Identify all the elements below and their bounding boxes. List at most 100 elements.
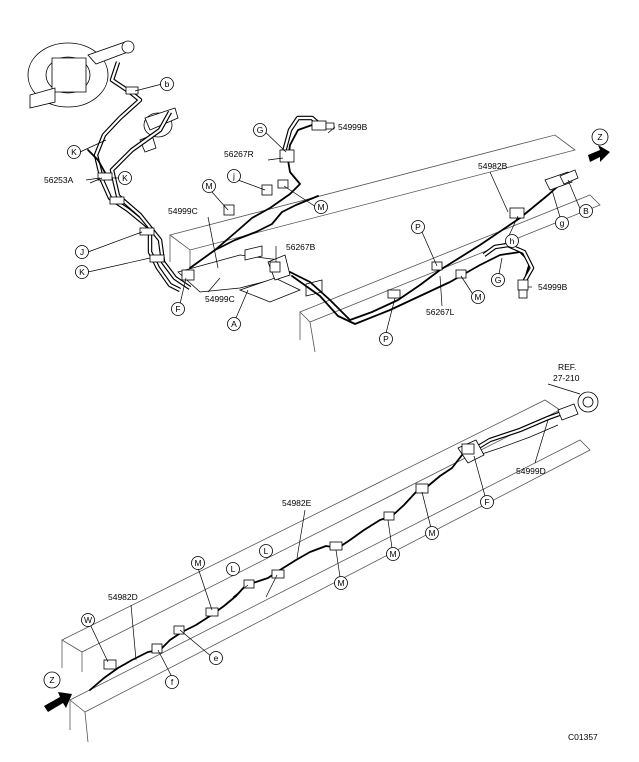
callout-circle-icon — [505, 234, 519, 248]
svg-text:b: b — [165, 79, 170, 89]
callout-f-lower-right: F — [480, 495, 494, 509]
callout-g-small: g — [555, 216, 569, 230]
callout-circle-icon — [227, 317, 241, 331]
callout-circle-icon — [259, 544, 273, 558]
svg-text:F: F — [484, 497, 489, 507]
part-label-54999c-lower: 54999C — [205, 294, 235, 304]
figure-code: C01357 — [568, 732, 598, 742]
arrow-icon — [588, 145, 610, 162]
callout-z-lower: Z — [43, 671, 61, 689]
callout-circle-icon — [160, 77, 174, 91]
callout-circle-icon — [67, 145, 81, 159]
svg-text:B: B — [583, 206, 589, 216]
part-label-56267b: 56267B — [286, 242, 316, 252]
svg-text:M: M — [389, 549, 396, 559]
callout-f-small: f — [165, 675, 179, 689]
svg-text:M: M — [317, 202, 324, 212]
svg-text:J: J — [80, 247, 84, 257]
callout-a: A — [227, 317, 241, 331]
callout-circle-icon — [471, 290, 485, 304]
callout-circle-icon — [75, 245, 89, 259]
lower-leaders — [87, 383, 581, 678]
hose-54999b-right — [482, 242, 535, 299]
callout-circle-icon — [171, 302, 185, 316]
callout-circle-icon — [81, 613, 95, 627]
part-label-56267l: 56267L — [426, 307, 455, 317]
svg-text:f: f — [171, 677, 174, 687]
callout-circle-icon — [227, 169, 241, 183]
callout-f-upper: F — [171, 302, 185, 316]
callout-w: W — [81, 613, 95, 627]
part-label-54999c-upper: 54999C — [168, 206, 198, 216]
part-label-ref-number: 27-210 — [553, 373, 580, 383]
svg-text:j: j — [232, 171, 235, 181]
callout-z-upper: Z — [591, 128, 609, 146]
callout-m-lower-4: M — [191, 556, 205, 570]
callout-circle-icon — [118, 171, 132, 185]
hose-54999b-top — [279, 115, 335, 163]
callout-circle-icon — [165, 675, 179, 689]
svg-text:L: L — [231, 564, 236, 574]
callout-circle-icon — [555, 216, 569, 230]
svg-text:W: W — [84, 615, 92, 625]
callout-circle-icon — [202, 179, 216, 193]
callout-j-upper: J — [75, 245, 89, 259]
callout-k-1: K — [67, 145, 81, 159]
svg-text:K: K — [122, 173, 128, 183]
part-label-54982e: 54982E — [282, 498, 312, 508]
arrow-icon — [44, 692, 72, 712]
svg-text:M: M — [194, 558, 201, 568]
svg-text:L: L — [264, 546, 269, 556]
svg-text:G: G — [495, 275, 502, 285]
callout-l-1: L — [259, 544, 273, 558]
part-label-56267r: 56267R — [224, 149, 254, 159]
lower-frame-rail — [61, 399, 591, 743]
callout-h: h — [505, 234, 519, 248]
callout-circle-icon — [579, 204, 593, 218]
svg-text:A: A — [231, 319, 237, 329]
callout-circle-icon — [75, 265, 89, 279]
callout-circle-icon — [591, 128, 609, 146]
callout-circle-icon — [386, 547, 400, 561]
callout-circle-icon — [314, 200, 328, 214]
svg-text:M: M — [474, 292, 481, 302]
svg-text:Z: Z — [597, 132, 602, 142]
callout-b-upper: B — [579, 204, 593, 218]
callout-e: e — [209, 651, 223, 665]
callout-g-upper: G — [253, 123, 267, 137]
callout-b: b — [160, 77, 174, 91]
callout-k-3: K — [75, 265, 89, 279]
bundle-clips — [97, 86, 165, 263]
brake-booster — [27, 40, 135, 109]
callout-circle-icon — [425, 526, 439, 540]
upper-frame-rail — [169, 134, 601, 353]
svg-text:M: M — [337, 578, 344, 588]
lower-assembly: Z F M M M L L M — [43, 362, 599, 743]
callout-m-lower-3: M — [334, 576, 348, 590]
callout-p-2: P — [379, 332, 393, 346]
callout-circle-icon — [43, 671, 61, 689]
part-label-54982d: 54982D — [108, 592, 138, 602]
part-label-54982b: 54982B — [478, 161, 508, 171]
callout-p-1: P — [411, 220, 425, 234]
callout-m-2: M — [314, 200, 328, 214]
callout-circle-icon — [379, 332, 393, 346]
callout-circle-icon — [334, 576, 348, 590]
callout-m-3: M — [471, 290, 485, 304]
svg-text:P: P — [415, 222, 421, 232]
callout-circle-icon — [191, 556, 205, 570]
svg-text:K: K — [79, 267, 85, 277]
callout-m-1: M — [202, 179, 216, 193]
callout-m-lower-2: M — [386, 547, 400, 561]
callout-j-small: j — [227, 169, 241, 183]
callout-l-2: L — [226, 562, 240, 576]
svg-text:G: G — [257, 125, 264, 135]
svg-text:F: F — [175, 304, 180, 314]
junction-block — [177, 245, 323, 303]
upper-assembly: b K K J K F A G — [27, 40, 610, 353]
callout-circle-icon — [480, 495, 494, 509]
lower-clips — [103, 443, 475, 670]
part-label-ref: REF. — [558, 362, 576, 372]
part-label-54999b-top: 54999B — [338, 122, 368, 132]
svg-text:M: M — [205, 181, 212, 191]
